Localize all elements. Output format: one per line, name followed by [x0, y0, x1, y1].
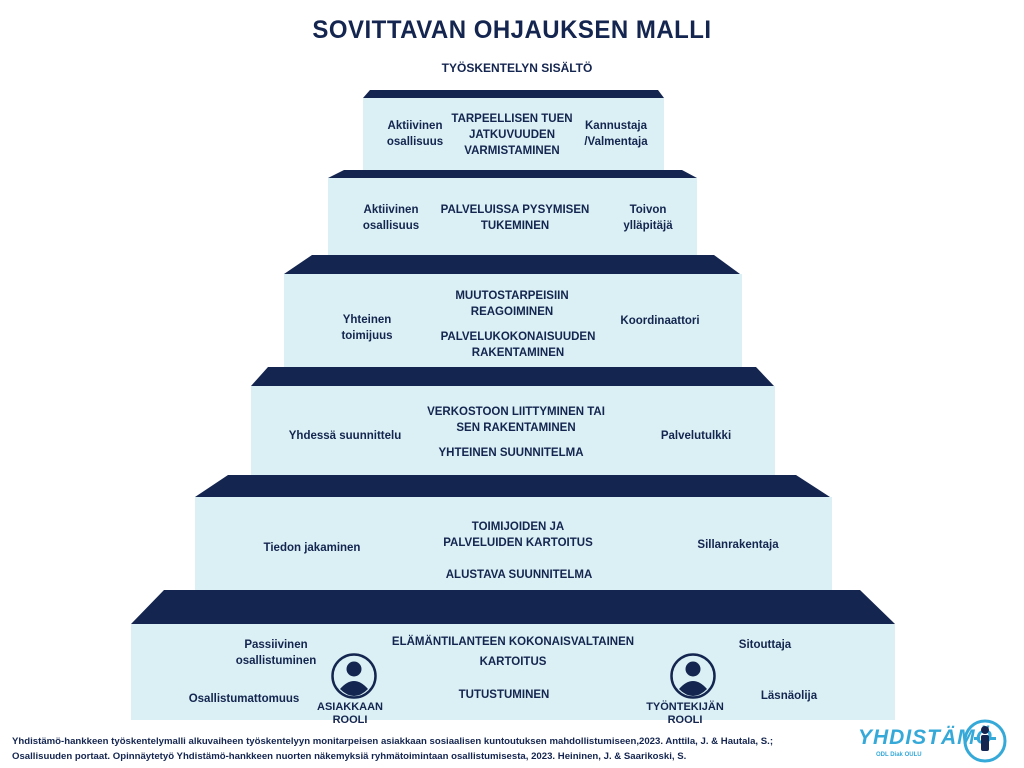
step-5-top: [195, 475, 830, 497]
step-2-top: [328, 170, 697, 178]
step-6-content: ELÄMÄNTILANTEEN KOKONAISVALTAINEN: [391, 636, 635, 648]
logo-wordmark: YHDISTÄMÖ: [858, 726, 993, 749]
person-icon: [670, 653, 716, 699]
diagram-subtitle: TYÖSKENTELYN SISÄLTÖ: [441, 61, 593, 75]
step-2-panel: [328, 178, 697, 255]
step-3-top: [284, 255, 740, 274]
step-4-worker-role: Palvelutulkki: [660, 430, 732, 442]
step-4-top: [251, 367, 774, 386]
step-6-worker-role-2: Läsnäolija: [760, 690, 818, 702]
step-4-panel: [251, 386, 775, 475]
footer-citation: Yhdistämö-hankkeen työskentelymalli alku…: [12, 736, 774, 762]
step-5-panel: [195, 497, 832, 590]
step-3-panel: [284, 274, 742, 367]
step-6-client-role-2: Osallistumattomuus: [188, 693, 300, 705]
step-4-client-role: Yhdessä suunnittelu: [288, 430, 402, 442]
step-5-client-role: Tiedon jakaminen: [263, 542, 361, 554]
step-4-content-2: YHTEINEN SUUNNITELMA: [438, 447, 584, 459]
step-6-top: [131, 590, 895, 624]
step-6-content-b: KARTOITUS: [479, 656, 547, 668]
step-6-content-2: TUTUSTUMINEN: [458, 689, 550, 701]
step-1-worker-role: Kannustaja/Valmentaja: [584, 120, 648, 148]
step-5-worker-role: Sillanrakentaja: [697, 539, 779, 551]
page-title: SOVITTAVAN OHJAUKSEN MALLI: [312, 16, 712, 44]
step-3-worker-role: Koordinaattori: [620, 315, 700, 327]
step-1-panel: [363, 98, 664, 170]
logo-partners: ODL Diak OULU: [876, 752, 922, 758]
step-5-content-2: ALUSTAVA SUUNNITELMA: [445, 569, 593, 581]
step-6-panel: [131, 624, 895, 720]
person-icon: [331, 653, 377, 699]
step-1-top: [363, 90, 664, 98]
step-6-worker-role: Sitouttaja: [738, 639, 792, 651]
yhdistamo-logo-icon: [963, 719, 1007, 763]
